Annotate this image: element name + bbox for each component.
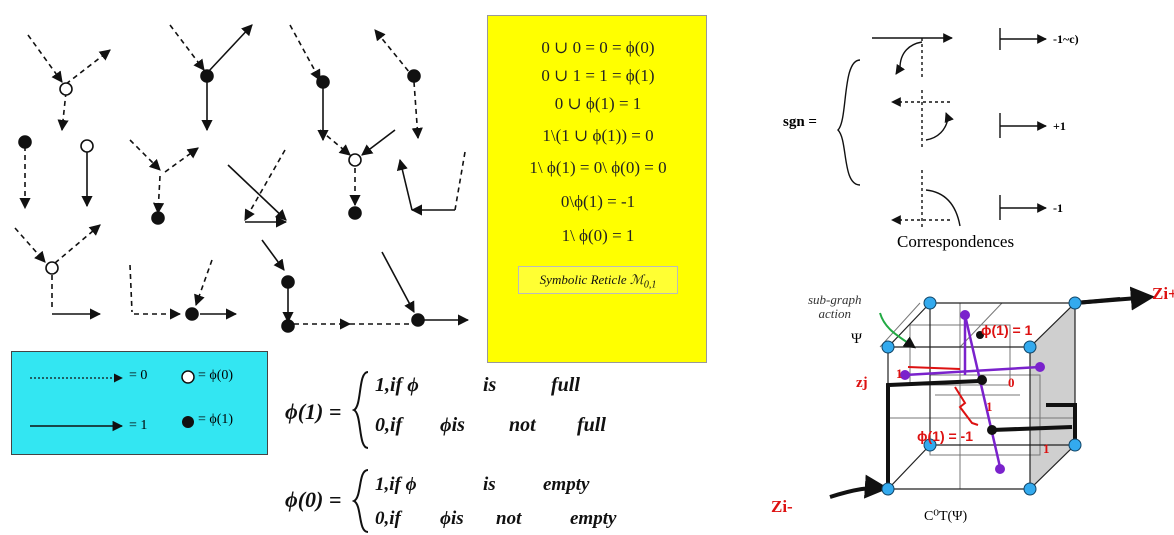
phi0-case1-a: 1,if ϕ <box>375 474 417 495</box>
sgn-row-3-sketch <box>891 170 961 230</box>
reticle-line-6: 0\ϕ(1) = -1 <box>560 192 636 211</box>
psi-label: Ψ <box>851 331 863 347</box>
phi0-lhs: ϕ(0) = <box>285 487 342 512</box>
subgraph-pointer-arrow <box>879 312 916 349</box>
reticle-line-4: 1\(1 ∪ ϕ(1)) = 0 <box>542 126 654 145</box>
reticle-caption: Symbolic Reticle ℳ0,1 <box>518 266 678 294</box>
one-label-c: 1 <box>986 399 993 414</box>
cube-caption: C⁰T(Ψ) <box>924 509 968 524</box>
subgraph-label: sub-graph action <box>808 293 861 321</box>
reticle-line-1: 0 ∪ 0 = 0 = ϕ(0) <box>541 38 655 57</box>
sgn-row-3-map <box>999 195 1047 220</box>
zi-minus-arrow <box>829 474 889 499</box>
legend-filled-value: = ϕ(1) <box>198 412 234 427</box>
sketch-filled-node-14 <box>381 251 470 327</box>
sketch-corner-10 <box>396 151 466 216</box>
reticle-line-5: 1\ ϕ(1) = 0\ ϕ(0) = 0 <box>529 158 667 177</box>
phi0-case1-c: empty <box>543 474 590 495</box>
legend-dashed-value: = 0 <box>129 368 148 383</box>
phi1-case1-c: full <box>551 374 580 396</box>
legend-panel: = 0 = 1 = ϕ(0) = ϕ(1) <box>11 351 268 455</box>
phi1-eq-minus1-label: ϕ(1) = -1 <box>917 428 974 444</box>
reticle-caption-text: Symbolic Reticle ℳ <box>539 272 644 287</box>
phi0-case2-b: ϕis <box>440 508 464 529</box>
phi1-case1-b: is <box>483 374 497 396</box>
sketch-triangle-8 <box>227 149 288 228</box>
sgn-value-1: -1~c) <box>1053 32 1079 46</box>
one-label-b: 1 <box>1043 441 1050 456</box>
sketch-hollow-node-11 <box>14 224 102 320</box>
sgn-diagram <box>837 28 1047 230</box>
phi1-case2-a: 0,if <box>375 414 403 436</box>
legend-hollow-value: = ϕ(0) <box>198 368 234 383</box>
phi0-case1-b: is <box>483 474 496 495</box>
phi0-case2-c: not <box>496 508 522 529</box>
legend-filled-node <box>182 416 194 428</box>
zi-plus-arrow <box>1074 286 1155 311</box>
phi0-case2-d: empty <box>570 508 617 529</box>
sgn-value-2: +1 <box>1053 119 1066 133</box>
legend-solid-value: = 1 <box>129 418 148 433</box>
reticle-line-3: 0 ∪ ϕ(1) = 1 <box>554 94 642 113</box>
cube-purple-nodes <box>900 310 1045 474</box>
cube-right-face <box>1029 301 1076 491</box>
sketch-filled-node-7 <box>129 139 199 225</box>
phi1-eq-1-label: ϕ(1) = 1 <box>981 322 1033 338</box>
reticle-line-7: 1\ ϕ(0) = 1 <box>561 226 635 245</box>
phi0-case2-a: 0,if <box>375 508 401 529</box>
zj-label: zj <box>856 375 868 391</box>
sgn-row-1-map <box>999 28 1047 50</box>
cube-black-nodes <box>976 331 997 435</box>
sketch-hollow-node-6 <box>80 139 94 208</box>
subgraph-label-line-2: action <box>818 306 851 321</box>
zi-minus-label: Zi- <box>771 497 793 516</box>
phi1-case2-d: full <box>577 414 606 436</box>
sgn-row-2-sketch <box>891 90 954 150</box>
graph-sketches <box>14 24 470 333</box>
zi-plus-label: Zi+ <box>1152 284 1174 303</box>
sgn-value-3: -1 <box>1053 201 1063 215</box>
sgn-caption: Correspondences <box>897 232 1015 251</box>
sgn-label: sgn = <box>783 114 817 130</box>
phi1-lhs: ϕ(1) = <box>285 399 342 424</box>
cube-red-paths <box>907 366 979 426</box>
sgn-row-2-map <box>999 113 1047 138</box>
sketch-filled-node-13 <box>261 239 410 333</box>
sketch-hollow-node-1 <box>27 34 111 132</box>
sketch-filled-node-2 <box>169 24 253 132</box>
reticle-caption-subscript: 0,1 <box>643 279 657 291</box>
phi1-brace <box>352 371 369 449</box>
sketch-filled-node-12 <box>129 259 238 321</box>
zero-label: 0 <box>1008 375 1015 390</box>
sketch-filled-node-5 <box>18 135 32 210</box>
sgn-brace <box>837 59 861 186</box>
phi1-case2-b: ϕis <box>440 414 465 436</box>
phi1-case2-c: not <box>509 414 536 436</box>
sketch-filled-node-3 <box>289 24 330 142</box>
sketch-hollow-node-9 <box>319 129 396 220</box>
cube-corner-nodes <box>881 296 1082 496</box>
legend-glyphs <box>30 370 195 432</box>
phi0-brace <box>352 469 369 533</box>
symbolic-reticle-panel: 0 ∪ 0 = 0 = ϕ(0) 0 ∪ 1 = 1 = ϕ(1) 0 ∪ ϕ(… <box>487 15 707 363</box>
legend-hollow-node <box>181 370 195 384</box>
reticle-line-2: 0 ∪ 1 = 1 = ϕ(1) <box>541 66 655 85</box>
cube-diagram <box>829 286 1155 499</box>
phi1-case1-a: 1,if ϕ <box>375 374 419 396</box>
one-label-a: 1 <box>896 366 903 381</box>
sketch-filled-node-4 <box>374 29 423 140</box>
subgraph-label-line-1: sub-graph <box>808 292 862 307</box>
cube-purple-paths <box>904 314 1041 468</box>
sgn-row-1-sketch <box>872 33 953 80</box>
